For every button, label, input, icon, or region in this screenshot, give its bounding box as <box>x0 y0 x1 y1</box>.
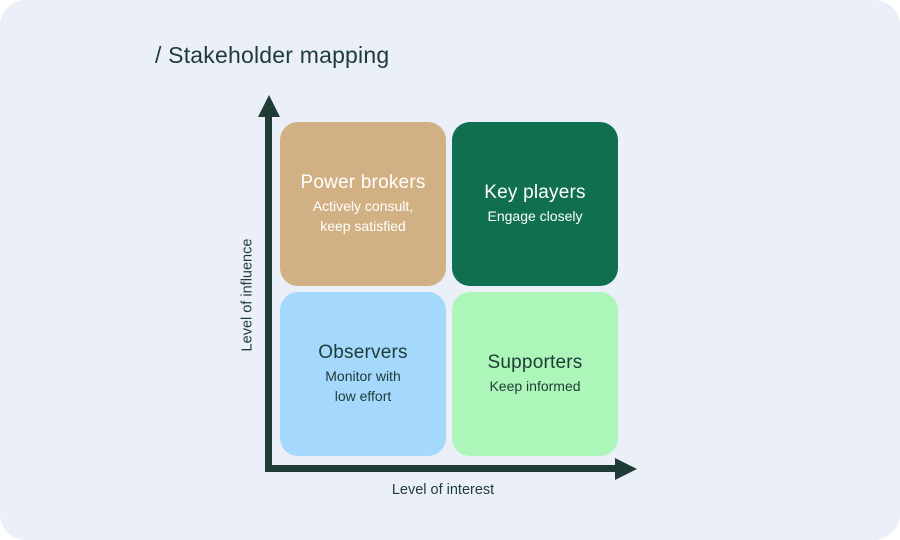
page-title: / Stakeholder mapping <box>155 42 390 68</box>
quadrant-subtitle: Keep informed <box>489 377 580 397</box>
quadrant-power-brokers: Power brokers Actively consult, keep sat… <box>280 122 446 286</box>
subtitle-line: Keep informed <box>489 377 581 394</box>
subtitle-line: low effort <box>334 387 392 404</box>
quadrant-observers: Observers Monitor with low effort <box>280 292 446 456</box>
quadrant-subtitle: Engage closely <box>488 207 583 227</box>
y-axis-arrow-icon <box>258 95 280 117</box>
quadrant-title: Key players <box>484 181 586 203</box>
y-axis-line <box>265 112 272 472</box>
y-axis-label: Level of influence <box>239 238 256 352</box>
quadrant-title: Power brokers <box>300 171 426 193</box>
quadrant-supporters: Supporters Keep informed <box>452 292 618 456</box>
stakeholder-matrix: Power brokers Actively consult, keep sat… <box>280 122 618 456</box>
x-axis-label: Level of interest <box>391 482 495 498</box>
subtitle-line: Engage closely <box>487 207 583 224</box>
subtitle-line: keep satisfied <box>320 217 406 234</box>
x-axis-line <box>265 465 617 472</box>
quadrant-title: Observers <box>318 341 408 363</box>
quadrant-subtitle: Actively consult, keep satisfied <box>313 197 413 237</box>
quadrant-title: Supporters <box>487 351 583 373</box>
subtitle-line: Actively consult, <box>312 197 414 214</box>
subtitle-line: Monitor with <box>325 367 401 384</box>
x-axis-arrow-icon <box>615 457 637 480</box>
quadrant-key-players: Key players Engage closely <box>452 122 618 286</box>
quadrant-subtitle: Monitor with low effort <box>325 367 400 407</box>
